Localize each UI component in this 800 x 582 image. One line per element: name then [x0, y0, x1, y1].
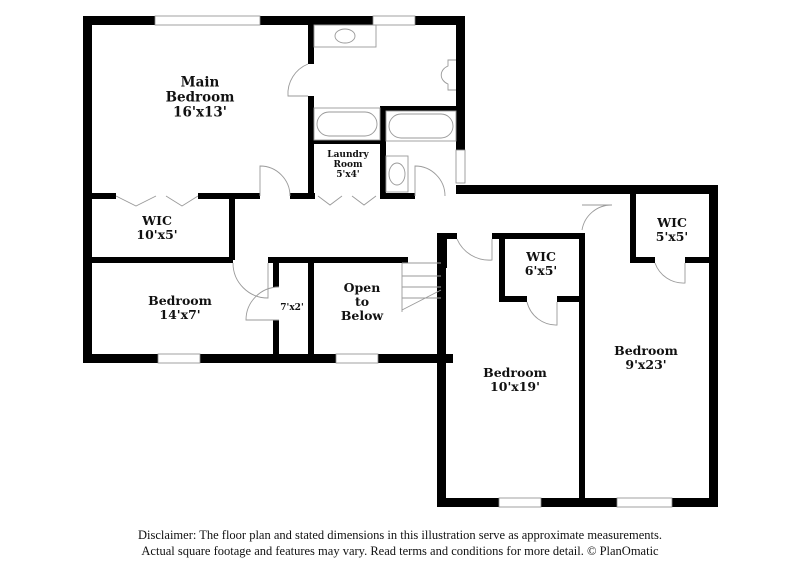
room-label-bedroom-4: Bedroom 9'x23': [614, 344, 678, 372]
room-dimensions: 5'x4': [336, 170, 360, 181]
room-label-laundry: Laundry Room 5'x4': [327, 150, 369, 180]
room-dimensions: 7'x2': [280, 302, 304, 313]
disclaimer: Disclaimer: The floor plan and stated di…: [0, 527, 800, 559]
room-name: Bedroom: [614, 343, 678, 358]
room-label-closet: 7'x2': [280, 303, 303, 313]
windows: [154, 15, 673, 508]
room-name: Bedroom: [165, 89, 235, 106]
room-name: WIC: [526, 249, 556, 264]
room-name: Bedroom: [148, 293, 212, 308]
room-dimensions: 6'x5': [524, 263, 558, 278]
room-label-wic-main: WIC 10'x5': [136, 214, 177, 242]
room-name: WIC: [657, 215, 687, 230]
room-name: Main: [180, 74, 220, 91]
room-name: Room: [333, 159, 363, 170]
room-label-main-bedroom: Main Bedroom 16'x13': [166, 75, 235, 120]
room-name: to: [354, 294, 370, 309]
interior-walls: [83, 16, 718, 507]
room-name: Laundry: [327, 149, 369, 160]
disclaimer-line-1: Disclaimer: The floor plan and stated di…: [138, 528, 662, 542]
doors: [115, 63, 686, 326]
room-label-wic-bed4: WIC 5'x5': [656, 216, 689, 244]
room-dimensions: 16'x13': [173, 104, 227, 121]
room-label-wic-bed3: WIC 6'x5': [525, 250, 558, 278]
room-name: Below: [340, 308, 384, 323]
room-dimensions: 9'x23': [625, 357, 667, 372]
room-label-open-to-below: Open to Below: [341, 281, 383, 323]
exterior-walls: [83, 16, 718, 507]
room-name: Bedroom: [483, 365, 547, 380]
room-dimensions: 5'x5': [655, 229, 689, 244]
room-name: WIC: [142, 213, 172, 228]
disclaimer-line-2: Actual square footage and features may v…: [141, 544, 659, 558]
room-dimensions: 10'x19': [490, 379, 540, 394]
fixtures: [313, 24, 457, 312]
room-label-bedroom-3: Bedroom 10'x19': [483, 366, 547, 394]
room-dimensions: 14'x7': [159, 307, 201, 322]
room-dimensions: 10'x5': [136, 227, 178, 242]
room-label-bedroom-2: Bedroom 14'x7': [148, 294, 212, 322]
room-name: Open: [343, 280, 381, 295]
